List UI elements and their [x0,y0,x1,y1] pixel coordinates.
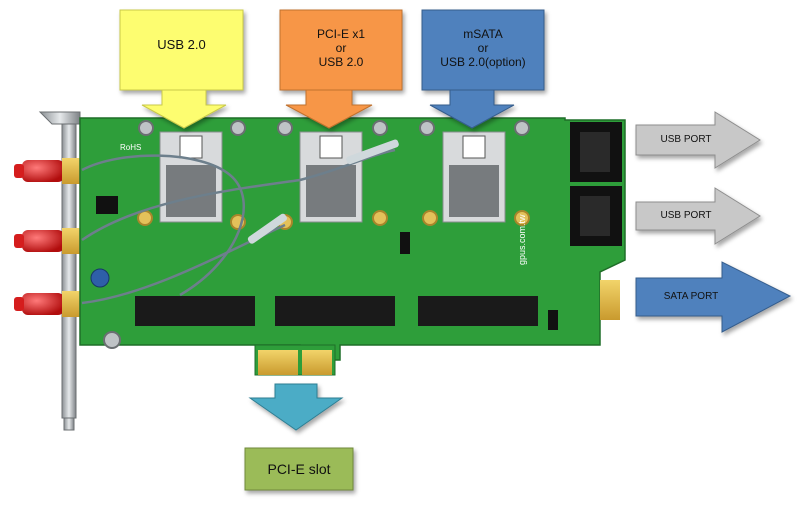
pcie-x1-line1: PCI-E x1 [316,27,365,42]
cable-sleeve-1 [346,139,399,165]
capacitor [90,268,110,288]
usb20-box [119,9,244,91]
msata-arrow [429,87,515,129]
pcie-slot-arrow [248,383,344,431]
pcie-x1-box [279,9,403,91]
sma-connector-2 [14,228,82,254]
usb20-label: USB 2.0 [120,10,243,80]
msata-line1: mSATA [463,27,503,42]
usb-port-2-label: USB PORT [636,202,736,230]
pcie-gold-fingers [258,350,332,375]
sim-slot-1 [159,131,223,223]
mini-pcie-socket-1 [135,296,255,326]
pcie-x1-label: PCI-E x1 or USB 2.0 [280,10,402,88]
sata-port-arrow [635,261,792,333]
cable-sleeve-2 [247,213,287,244]
usb20-text: USB 2.0 [157,36,206,52]
mini-pcie-socket-3 [418,296,538,326]
rohs-mark: RoHS [120,143,141,152]
jumper-block [96,196,118,214]
pcie-slot-box [244,447,354,491]
pcie-x1-line2: or [335,41,347,56]
sata-port-label: SATA PORT [636,278,746,316]
sim-slot-3 [442,131,506,223]
pcie-x1-arrow [285,87,373,129]
usb-port-1-text: USB PORT [660,134,712,146]
mini-pcie-socket-2 [275,296,395,326]
usb-port-2-arrow [635,187,761,245]
usb-port-2-text: USB PORT [660,210,712,222]
sata-port-text: SATA PORT [663,291,719,303]
pcie-slot-label: PCI-E slot [245,448,353,490]
usb-header-2 [570,186,622,246]
usb20-arrow [141,87,227,129]
jumper-2 [548,310,558,330]
pcie-slot-text: PCI-E slot [267,460,331,477]
usb-port-1-label: USB PORT [636,125,736,155]
sma-connector-3 [14,291,82,317]
pcie-x1-line3: USB 2.0 [318,54,364,69]
msata-line2: or [477,41,489,56]
msata-line3: USB 2.0(option) [440,54,526,69]
usb-header-1 [570,122,622,182]
brand-mark: gpus.com.tw [517,214,527,265]
mounting-screws [103,120,530,349]
sma-connector-1 [14,158,82,184]
usb-port-1-arrow [635,111,761,169]
sata-gold-fingers [600,280,620,320]
msata-label: mSATA or USB 2.0(option) [422,10,544,88]
msata-box [421,9,545,91]
jumper-1 [400,232,410,254]
